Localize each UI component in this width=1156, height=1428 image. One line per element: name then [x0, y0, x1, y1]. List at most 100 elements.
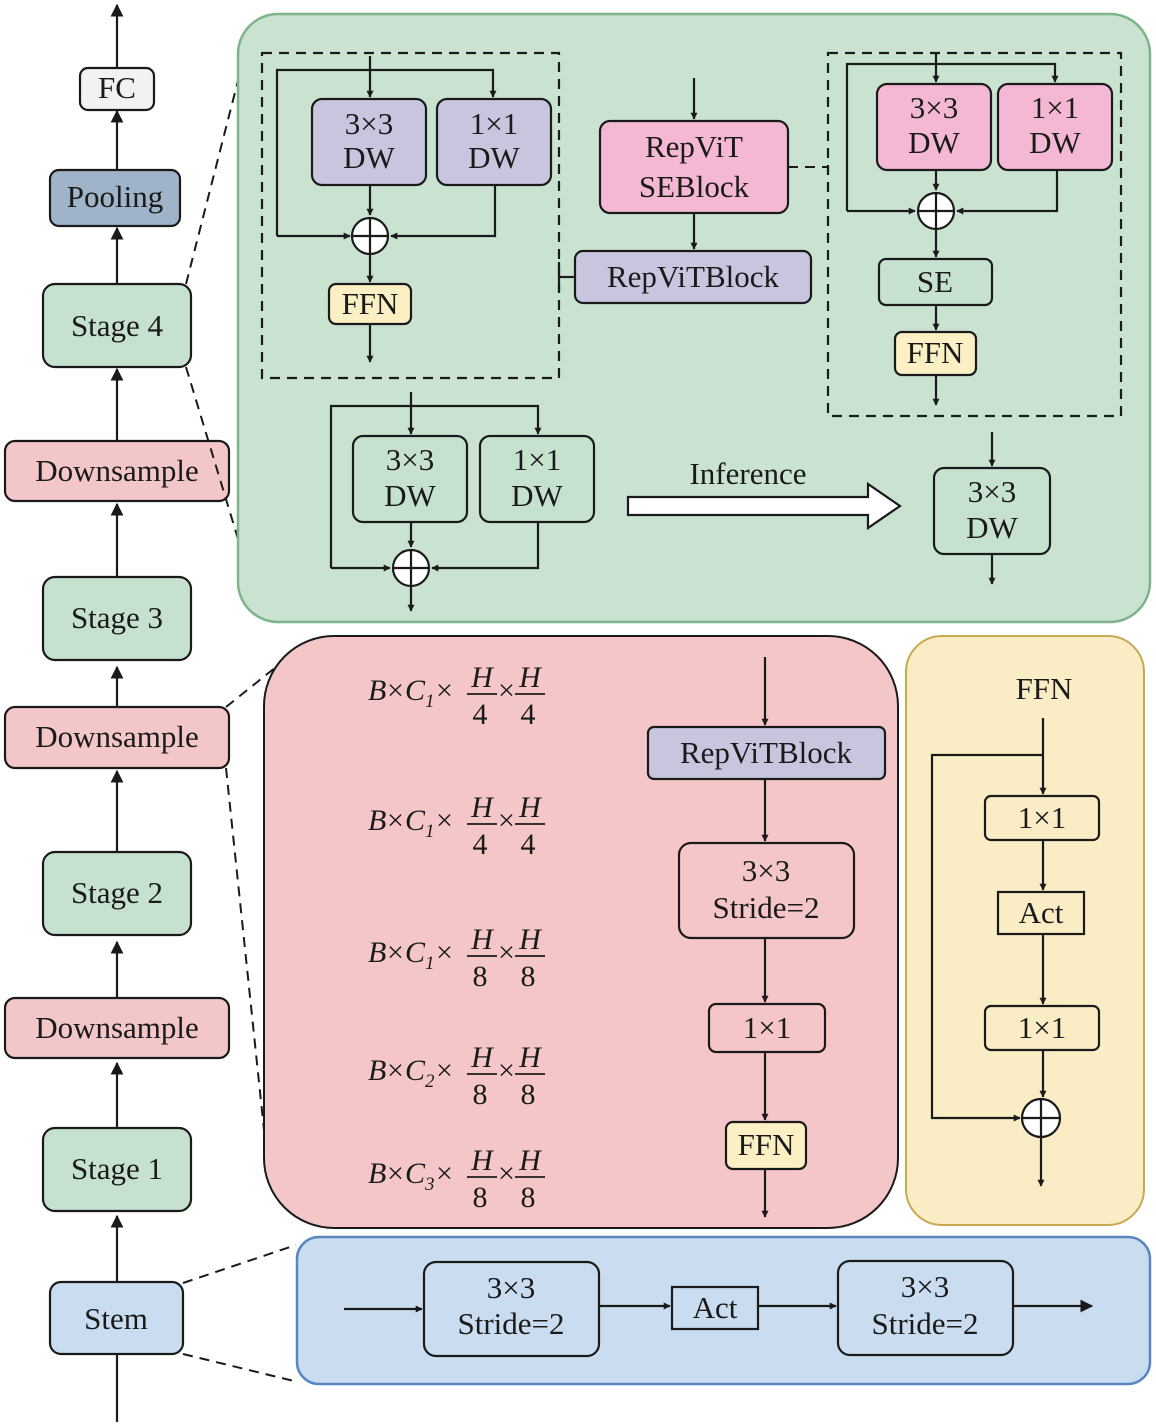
stage4-label: Stage 4 — [71, 308, 164, 343]
downsample-panel-bg — [263, 635, 899, 1229]
fraction-numerator: H — [470, 791, 495, 824]
center-blocks: RepViT SEBlock RepViTBlock — [557, 78, 828, 305]
fraction-numerator: H — [518, 661, 543, 694]
fraction-numerator: H — [518, 923, 543, 956]
times-sign: × — [436, 1157, 453, 1190]
ffn-detail-panel: FFN 1×1 Act 1×1 — [905, 635, 1145, 1226]
stage2-label: Stage 2 — [71, 875, 163, 910]
reparameterization: 3×3 DW 1×1 DW Inference 3×3 DW — [329, 392, 1052, 612]
stage4-box — [41, 282, 193, 369]
fraction-denominator: 8 — [473, 1078, 488, 1111]
times-sign: × — [387, 1054, 404, 1087]
dw1-to-add — [390, 185, 497, 240]
stem-label: Stem — [84, 1301, 148, 1336]
dw3x3-l2: DW — [908, 125, 960, 160]
fraction-denominator: 8 — [473, 1181, 488, 1214]
fraction-numerator: H — [470, 661, 495, 694]
fraction-numerator: H — [518, 1144, 543, 1177]
dw1x1-l2: DW — [1029, 125, 1081, 160]
dw1-to-add — [431, 522, 540, 572]
fused-dw-l1: 3×3 — [968, 474, 1016, 509]
fc-label: FC — [98, 70, 136, 105]
dw1x1-l1: 1×1 — [1031, 90, 1079, 125]
residual-path — [329, 404, 542, 568]
ffn-label: FFN — [342, 286, 399, 321]
repvit-seblock-l1: RepViT — [645, 129, 743, 164]
fraction-denominator: 4 — [473, 828, 488, 861]
stage3-label: Stage 3 — [71, 600, 163, 635]
add-icon — [391, 548, 431, 588]
times-sign: × — [436, 674, 453, 707]
residual-path — [930, 753, 1043, 1122]
times-sign: × — [436, 804, 453, 837]
fraction-denominator: 4 — [473, 698, 488, 731]
conv-stride-l1: 3×3 — [742, 853, 790, 888]
channel-symbol: C — [405, 936, 426, 969]
repvit-block-frame — [260, 51, 561, 380]
channel-subscript: 2 — [425, 1071, 435, 1092]
pw2-label: 1×1 — [1018, 1010, 1066, 1045]
act-box — [670, 1285, 760, 1331]
inference-label: Inference — [689, 456, 806, 491]
dw1x1-box — [996, 82, 1114, 172]
times-sign: × — [498, 674, 515, 707]
dw1x1-l2: DW — [511, 478, 563, 513]
times-sign: × — [387, 674, 404, 707]
stage3-box — [41, 575, 193, 662]
batch-symbol: B — [368, 674, 386, 707]
dw1x1-l1: 1×1 — [513, 442, 561, 477]
stem-detail-panel: 3×3 Stride=2 Act 3×3 Stride=2 — [295, 1235, 1152, 1386]
channel-symbol: C — [405, 1054, 426, 1087]
seblock-frame — [826, 51, 1123, 418]
downsample3-label: Downsample — [35, 453, 199, 488]
conv2-l2: Stride=2 — [871, 1306, 978, 1341]
downsample1-label: Downsample — [35, 1010, 199, 1045]
act-label: Act — [1019, 895, 1064, 930]
fraction-denominator: 4 — [521, 698, 536, 731]
add-icon — [350, 216, 390, 256]
pw-box — [707, 1002, 827, 1054]
times-sign: × — [498, 936, 515, 969]
times-sign: × — [436, 936, 453, 969]
channel-symbol: C — [405, 804, 426, 837]
dw3x3-l2: DW — [343, 140, 395, 175]
dw1x1-l2: DW — [468, 140, 520, 175]
conv-stride-box — [677, 841, 856, 940]
dw3x3-l1: 3×3 — [345, 106, 393, 141]
pooling-label: Pooling — [67, 179, 163, 214]
stage2-box — [41, 850, 193, 937]
zoom-line-stem-top — [182, 1244, 297, 1284]
times-sign: × — [498, 804, 515, 837]
channel-symbol: C — [405, 1157, 426, 1190]
pooling-box — [48, 168, 182, 228]
conv-stride-l2: Stride=2 — [712, 890, 819, 925]
channel-subscript: 3 — [424, 1174, 435, 1195]
residual-path — [275, 68, 497, 236]
conv1-box — [422, 1260, 601, 1358]
batch-symbol: B — [368, 936, 386, 969]
zoom-line-stage4-top — [185, 64, 243, 285]
ffn-title: FFN — [1016, 671, 1073, 706]
downsample2-label: Downsample — [35, 719, 199, 754]
pw-label: 1×1 — [743, 1010, 791, 1045]
batch-symbol: B — [368, 804, 386, 837]
inference-arrow-icon — [626, 481, 902, 531]
dw3x3-l2: DW — [384, 478, 436, 513]
residual-path — [845, 62, 1059, 211]
dw1x1-l1: 1×1 — [470, 106, 518, 141]
channel-subscript: 1 — [425, 691, 435, 712]
conv2-l1: 3×3 — [901, 1269, 949, 1304]
zoom-line-stage4-bottom — [185, 366, 243, 553]
downsample1-box — [3, 996, 231, 1060]
repvit-block-detail: 3×3 DW 1×1 DW FFN — [260, 51, 561, 380]
fraction-numerator: H — [470, 1144, 495, 1177]
downsample3-box — [3, 439, 231, 503]
batch-symbol: B — [368, 1157, 386, 1190]
conv2-box — [836, 1259, 1015, 1357]
stage1-box — [41, 1126, 193, 1213]
